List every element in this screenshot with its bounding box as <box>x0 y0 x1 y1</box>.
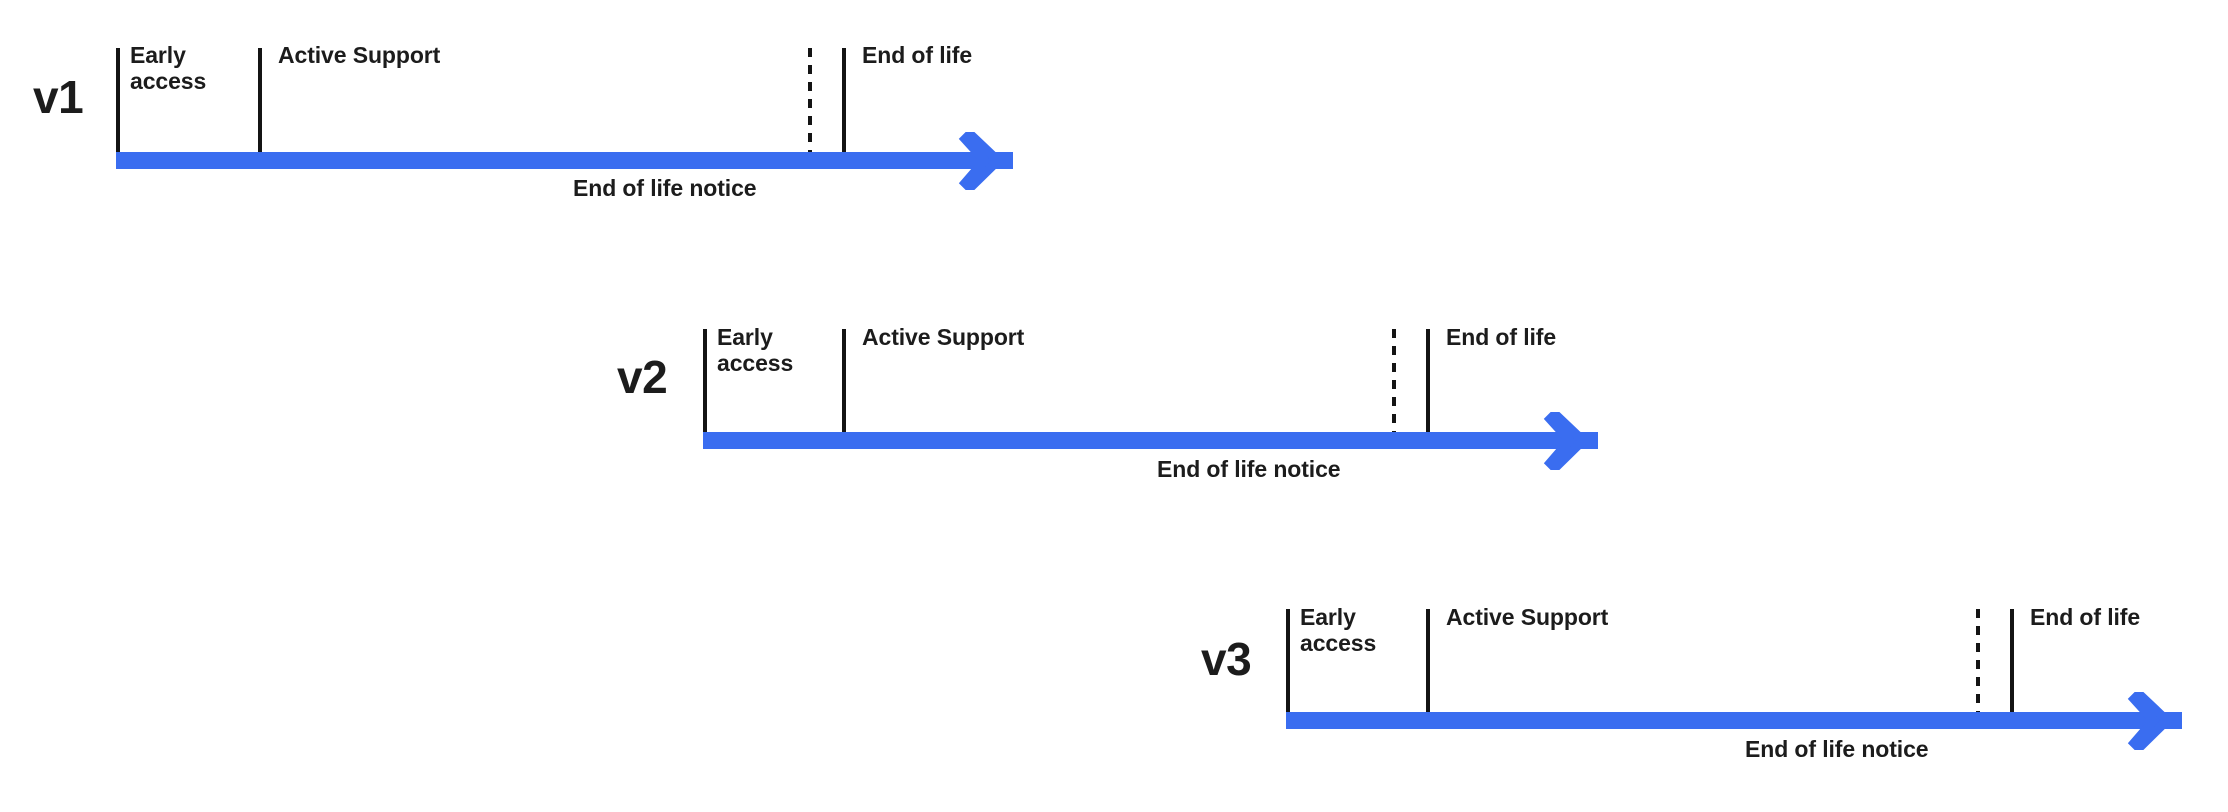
tick-end-of-life-notice-v1 <box>808 48 812 152</box>
phase-label-active-support-v3: Active Support <box>1446 604 1609 630</box>
phase-label-end-of-life-v1: End of life <box>862 42 973 68</box>
version-label-v1: v1 <box>33 71 84 123</box>
phase-label-end-of-life-v2: End of life <box>1446 324 1557 350</box>
phase-label-early-access-v1: Early access <box>130 42 207 95</box>
tick-early-access-start-v1 <box>116 48 120 152</box>
timeline-bar-v2 <box>703 432 1598 449</box>
timeline-bar-v3 <box>1286 712 2182 729</box>
tick-active-support-start-v1 <box>258 48 262 152</box>
phase-label-early-access-v2: Early access <box>717 324 794 377</box>
tick-end-of-life-notice-v3 <box>1976 609 1980 712</box>
end-of-life-notice-label-v1: End of life notice <box>573 175 757 201</box>
tick-end-of-life-start-v1 <box>842 48 846 152</box>
version-label-v3: v3 <box>1201 633 1252 685</box>
phase-label-end-of-life-v3: End of life <box>2030 604 2141 630</box>
tick-active-support-start-v2 <box>842 329 846 432</box>
tick-early-access-start-v3 <box>1286 609 1290 712</box>
tick-active-support-start-v3 <box>1426 609 1430 712</box>
phase-label-active-support-v1: Active Support <box>278 42 441 68</box>
phase-label-active-support-v2: Active Support <box>862 324 1025 350</box>
timeline-bar-v1 <box>116 152 1013 169</box>
tick-end-of-life-start-v2 <box>1426 329 1430 432</box>
end-of-life-notice-label-v3: End of life notice <box>1745 736 1929 762</box>
end-of-life-notice-label-v2: End of life notice <box>1157 456 1341 482</box>
phase-label-early-access-v3: Early access <box>1300 604 1377 657</box>
tick-end-of-life-notice-v2 <box>1392 329 1396 432</box>
tick-early-access-start-v2 <box>703 329 707 432</box>
tick-end-of-life-start-v3 <box>2010 609 2014 712</box>
version-label-v2: v2 <box>617 351 668 403</box>
